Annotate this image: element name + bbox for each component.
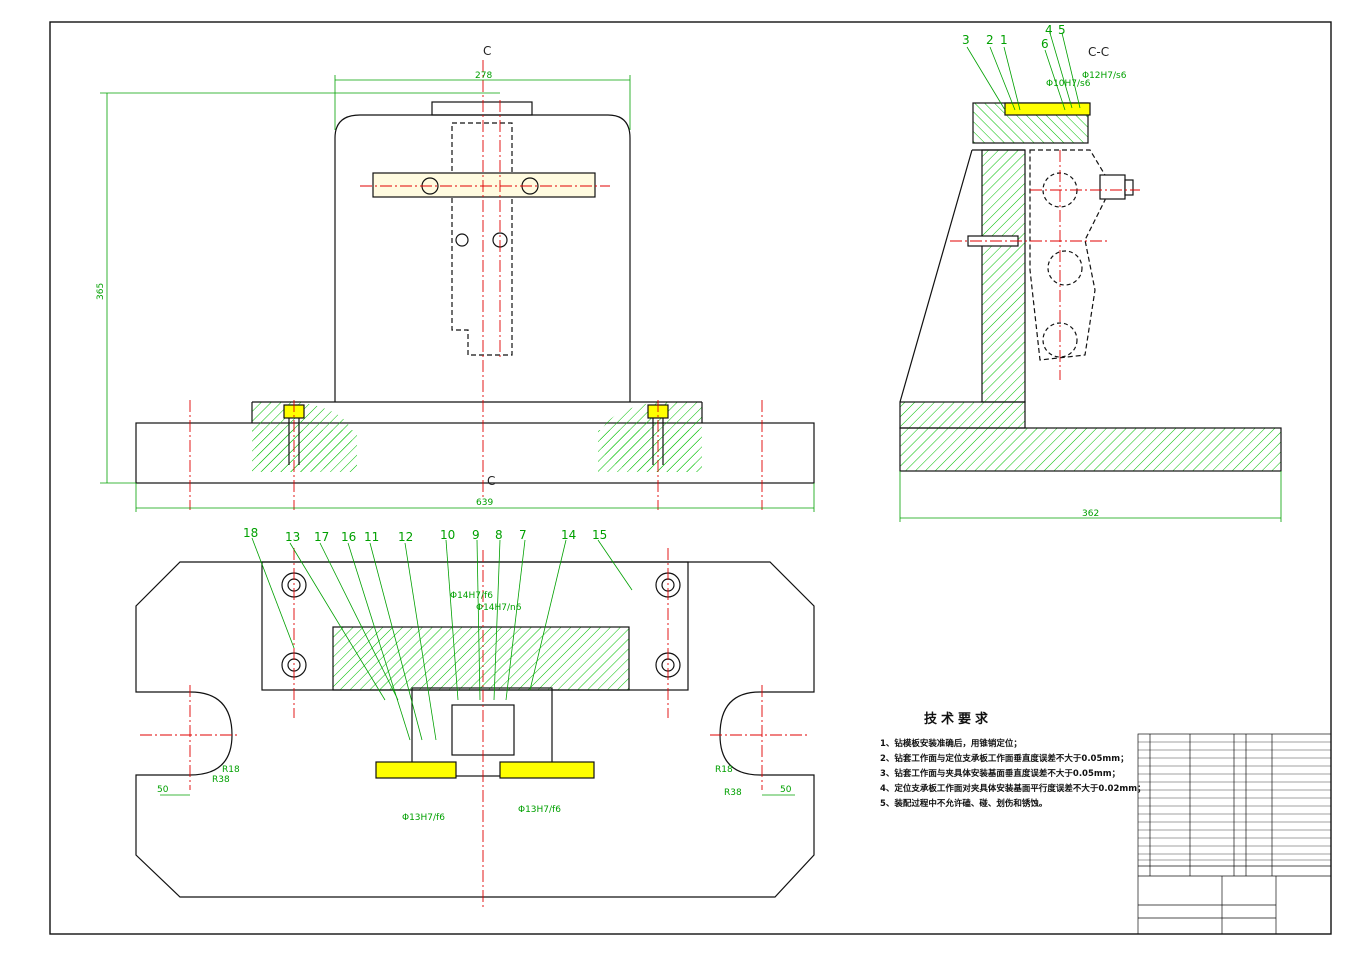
label-11: 11 xyxy=(364,530,379,544)
section-mark-top: C xyxy=(483,44,491,58)
title-block-rows xyxy=(1138,741,1331,861)
dim-offset-left: 50 xyxy=(157,785,169,795)
note-item: 5、装配过程中不允许磕、碰、划伤和锈蚀。 xyxy=(880,799,1048,809)
technical-requirements: 技术要求 1、钻模板安装准确后，用锥销定位； 2、钻套工作面与定位支承板工作面垂… xyxy=(880,708,1150,812)
fit-2: Φ14H7/n6 xyxy=(476,603,522,613)
dim-radius-large-right: R38 xyxy=(724,788,742,798)
fit-3: Φ13H7/f6 xyxy=(402,813,445,823)
label-15: 15 xyxy=(592,528,607,542)
note-item: 4、定位支承板工作面对夹具体安装基面平行度误差不大于0.02mm； xyxy=(880,784,1146,794)
dim-side-width: 362 xyxy=(1082,509,1099,519)
dim-offset-right: 50 xyxy=(780,785,792,795)
plan-outline xyxy=(135,561,815,898)
title-block xyxy=(1137,733,1332,935)
front-base xyxy=(135,422,815,484)
label-13: 13 xyxy=(285,530,300,544)
note-item: 2、钻套工作面与定位支承板工作面垂直度误差不大于0.05mm； xyxy=(880,754,1129,764)
front-centerlines xyxy=(189,60,763,510)
plan-centerlines xyxy=(140,548,810,910)
label-18: 18 xyxy=(243,526,258,540)
label-8: 8 xyxy=(495,528,503,542)
fit-1: Φ14H7/f6 xyxy=(450,591,493,601)
section-base xyxy=(899,427,1282,472)
label-7: 7 xyxy=(519,528,527,542)
dim-radius-small-left: R18 xyxy=(222,765,240,775)
dim-width-top: 278 xyxy=(475,71,492,81)
notes-title: 技术要求 xyxy=(924,712,993,727)
front-view xyxy=(135,101,815,484)
label-9: 9 xyxy=(472,528,480,542)
label-12: 12 xyxy=(398,530,413,544)
section-centerlines xyxy=(950,150,1140,380)
label-1: 1 xyxy=(1000,33,1008,47)
sheet-border xyxy=(49,21,1332,935)
dim-height-left: 365 xyxy=(96,283,106,300)
note-item: 1、钻模板安装准确后，用锥销定位； xyxy=(880,739,1022,749)
note-item: 3、钻套工作面与夹具体安装基面垂直度误差不大于0.05mm； xyxy=(880,769,1121,779)
plan-view xyxy=(135,561,815,898)
label-3: 3 xyxy=(962,33,970,47)
dim-radius-large-left: R38 xyxy=(212,775,230,785)
label-10: 10 xyxy=(440,528,455,542)
label-6: 6 xyxy=(1041,37,1049,51)
dim-radius-small-right: R18 xyxy=(715,765,733,775)
section-title: C-C xyxy=(1088,45,1109,59)
section-view xyxy=(899,102,1282,472)
label-2: 2 xyxy=(986,33,994,47)
label-4: 4 xyxy=(1045,23,1053,37)
fit-c2: Φ12H7/s6 xyxy=(1082,71,1127,81)
label-17: 17 xyxy=(314,530,329,544)
plan-leaders xyxy=(160,537,795,796)
front-dimensions xyxy=(100,75,815,512)
section-mark-bottom: C xyxy=(487,474,495,488)
section-part-labels: 3 2 1 6 4 5 xyxy=(962,23,1066,51)
label-16: 16 xyxy=(341,530,356,544)
label-14: 14 xyxy=(561,528,576,542)
label-5: 5 xyxy=(1058,23,1066,37)
fit-4: Φ13H7/f6 xyxy=(518,805,561,815)
plan-part-labels: 18 13 17 16 11 12 10 9 8 7 14 15 xyxy=(243,526,607,544)
dim-base-width: 639 xyxy=(476,498,493,508)
fit-c1: Φ10H7/s6 xyxy=(1046,79,1091,89)
front-upright xyxy=(334,114,631,402)
section-dimensions xyxy=(899,32,1282,522)
